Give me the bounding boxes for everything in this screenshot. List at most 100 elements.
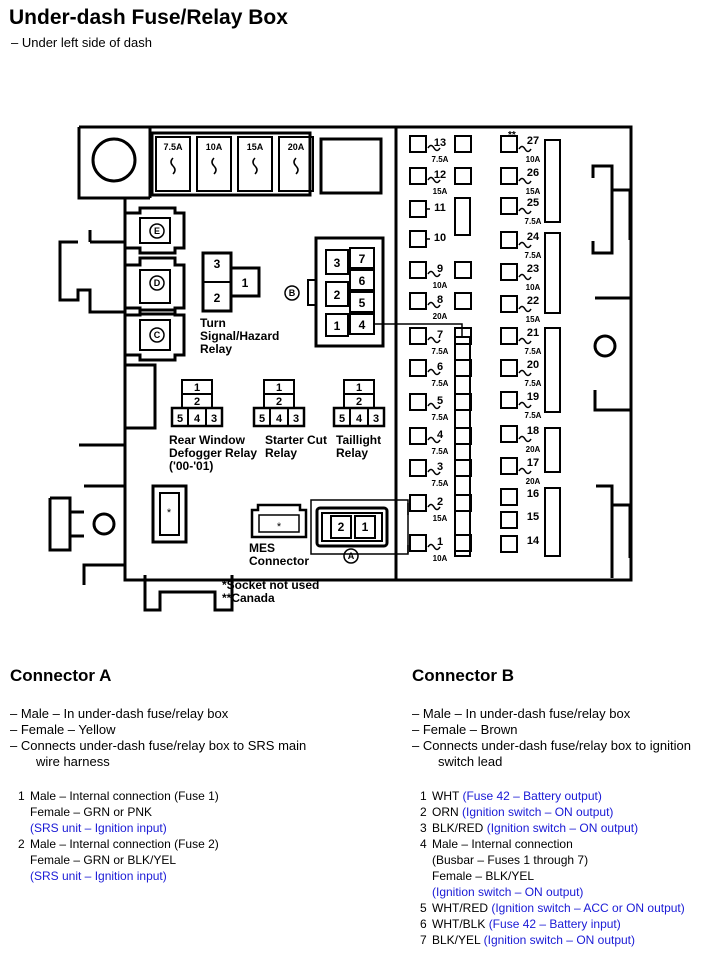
turn-relay-label-2: Signal/Hazard [200, 329, 279, 343]
fuse-rating: 7.5A [432, 379, 449, 388]
connector-a-line: – Male – In under-dash fuse/relay box [10, 706, 229, 721]
fuse-slot [409, 427, 427, 445]
marker-c: C [154, 330, 161, 340]
connector-d [123, 256, 186, 316]
fuse-slot [500, 391, 518, 409]
turn-relay-label-1: Turn [200, 316, 226, 330]
page-subtitle: – Under left side of dash [11, 35, 152, 50]
fuse-number: 2 [437, 496, 443, 508]
relay-pin-label: 1 [276, 382, 282, 394]
connector-c [123, 308, 186, 362]
fuse-slot [500, 167, 518, 185]
relay-pin-label: 2 [276, 396, 282, 408]
top-fuse [237, 136, 273, 192]
connector-a-line: – Female – Yellow [10, 722, 116, 737]
fuse-slot [500, 295, 518, 313]
relay-pin-label: 2 [356, 396, 362, 408]
svg-text:7: 7 [359, 252, 366, 266]
fuse-rating: 7.5A [432, 447, 449, 456]
svg-text:2: 2 [334, 288, 341, 302]
svg-text:4: 4 [359, 318, 366, 332]
relay-pin-label: 5 [177, 413, 183, 425]
connector-a [315, 506, 389, 548]
relay-pin-label: 3 [293, 413, 299, 425]
fuse-number: 8 [437, 294, 443, 306]
connector-b-section: Connector B – Male – In under-dash fuse/… [412, 667, 712, 948]
relay-pin-label: 4 [276, 413, 283, 425]
fuse-slot [409, 230, 427, 248]
fuse-number: 19 [527, 391, 539, 403]
fuse-number: 15 [527, 511, 539, 523]
fuse-number: 11 [434, 202, 446, 214]
fuse-number: 5 [437, 395, 443, 407]
mes-label-2: Connector [249, 554, 309, 568]
top-fuse-rating: 15A [247, 142, 264, 152]
connector-a-line: wire harness [36, 754, 110, 769]
fuse-number: 3 [437, 461, 443, 473]
fuse-number: 9 [437, 263, 443, 275]
marker-a: A [348, 551, 355, 561]
fuse-rating: 15A [433, 187, 448, 196]
fuse-slot [409, 261, 427, 279]
fuse-slot [500, 135, 518, 153]
fuse-slot [409, 359, 427, 377]
connector-a-pin-1: 1 Male – Internal connection (Fuse 1) Fe… [18, 789, 219, 835]
mes-connector [250, 503, 308, 539]
connector-a-pin-2: 2 Male – Internal connection (Fuse 2) Fe… [18, 837, 219, 883]
fuse-number: 25 [527, 197, 539, 209]
fuse-number: 10 [434, 232, 446, 244]
relay-pin-label: 4 [194, 413, 201, 425]
fuse-rating: 7.5A [432, 155, 449, 164]
fuse-rating: 20A [433, 312, 448, 321]
fuse-rating: 7.5A [525, 347, 542, 356]
relay-pin-label: 3 [211, 413, 217, 425]
busbar-line [374, 323, 463, 337]
fuse-number: 17 [527, 457, 539, 469]
defogger-label-3: ('00-'01) [169, 459, 213, 473]
fuse-rating: 7.5A [432, 413, 449, 422]
svg-text:2: 2 [338, 520, 345, 534]
svg-text:2: 2 [214, 291, 221, 305]
fuse-rating: 10A [433, 281, 448, 290]
taillight-label-1: Taillight [336, 433, 381, 447]
socket-blank [319, 137, 383, 195]
fuse-slot [409, 327, 427, 345]
fuse-number: 24 [527, 231, 540, 243]
fuse-number: 14 [527, 535, 540, 547]
fuse-number: 7 [437, 329, 443, 341]
fuse-rating: 20A [526, 445, 541, 454]
mes-label-1: MES [249, 541, 275, 555]
fuse-rating: 20A [526, 477, 541, 486]
fuse-slot [500, 327, 518, 345]
fuse-rating: 15A [433, 514, 448, 523]
relay-pin-label: 2 [194, 396, 200, 408]
fuse-rating: 7.5A [525, 251, 542, 260]
fuse-slot [500, 425, 518, 443]
relay-pin-label: 1 [194, 382, 200, 394]
mount-hole [92, 512, 116, 536]
taillight-label-2: Relay [336, 446, 368, 460]
relay-pin-label: 1 [356, 382, 362, 394]
fuse-slot [409, 167, 427, 185]
fuse-slot [500, 457, 518, 475]
marker-b: B [289, 288, 296, 298]
svg-text:*: * [277, 521, 282, 533]
fuse-rating: 10A [433, 554, 448, 563]
fuse-number: 16 [527, 488, 539, 500]
fuse-rating: 7.5A [432, 479, 449, 488]
fuse-number: 18 [527, 425, 539, 437]
fuse-number: 13 [434, 137, 446, 149]
svg-text:6: 6 [359, 274, 366, 288]
fuse-number: 6 [437, 361, 443, 373]
connector-e [123, 206, 186, 255]
top-fuse [278, 136, 314, 192]
mount-hole [593, 334, 617, 358]
top-fuse-rating: 10A [206, 142, 223, 152]
connector-a-section: Connector A – Male – In under-dash fuse/… [10, 667, 390, 884]
fuse-slot [409, 459, 427, 477]
svg-text:1: 1 [334, 319, 341, 333]
